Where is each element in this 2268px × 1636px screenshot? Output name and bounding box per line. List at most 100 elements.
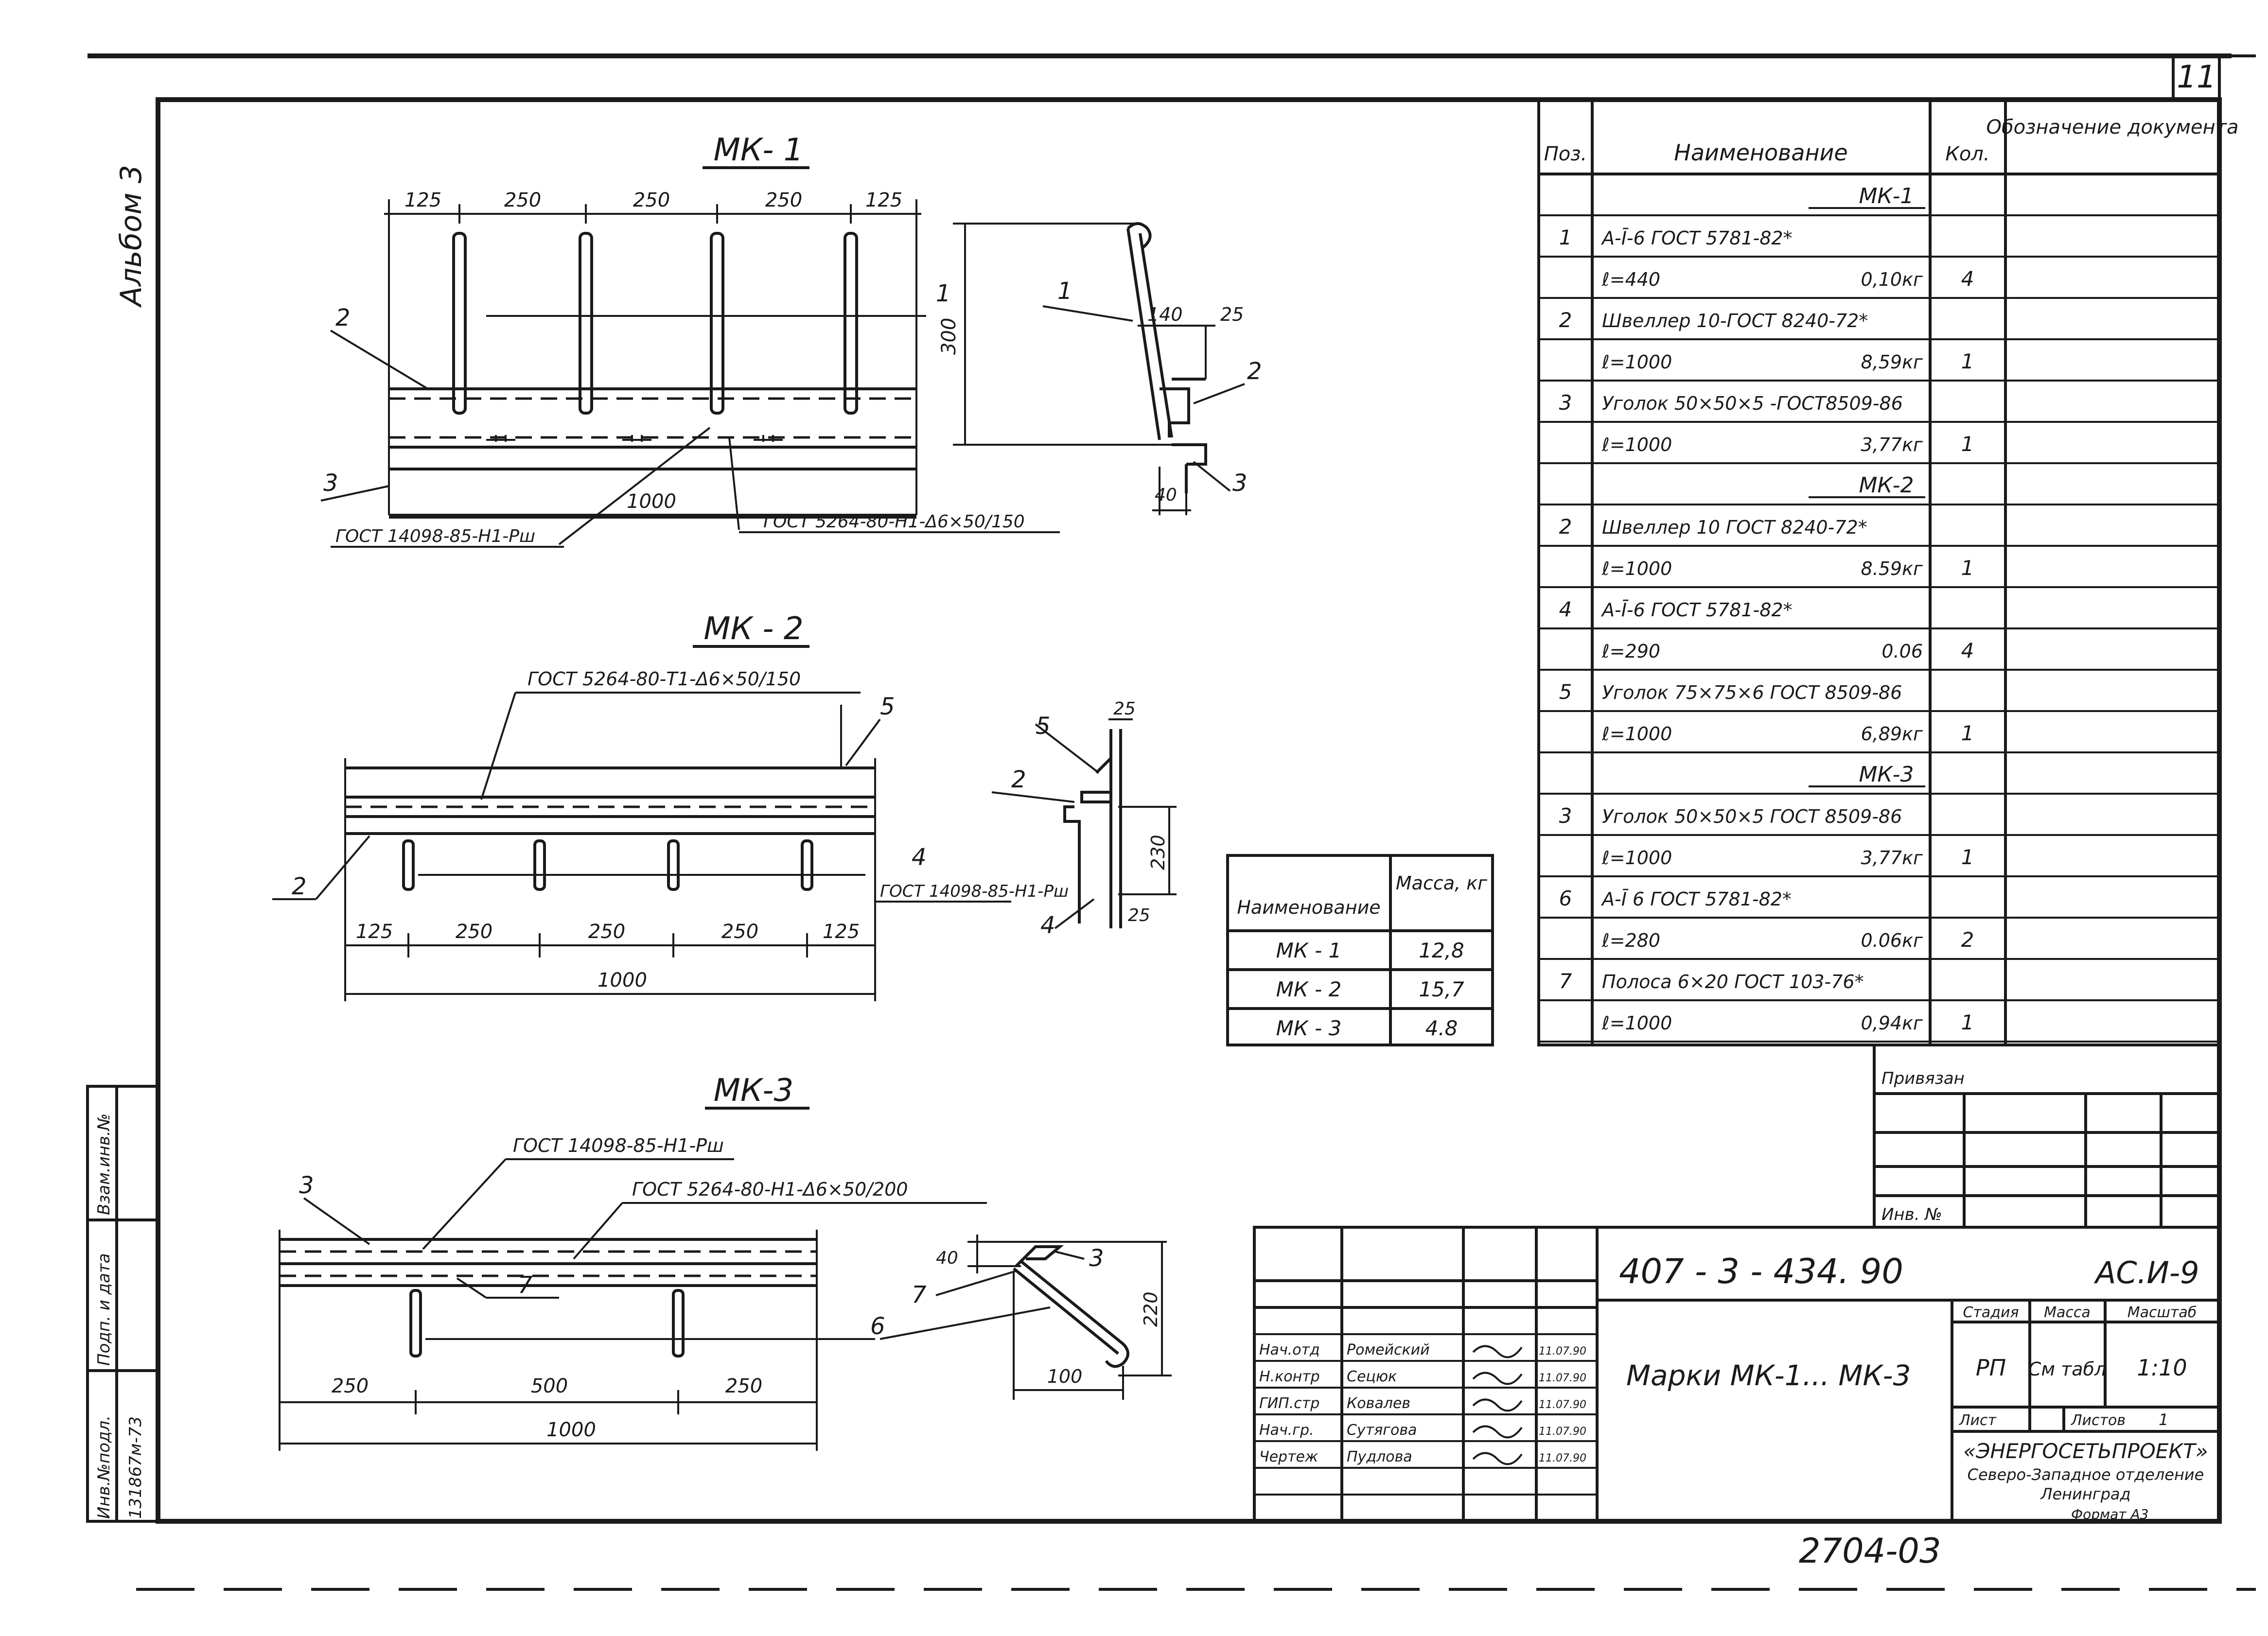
spec-header-name: Наименование [1674,139,1847,166]
mk1-section-dim-3: 40 [1155,485,1177,505]
mk1-note-weld2: ГОСТ 14098-85-Н1-Рш [335,526,535,546]
mk1-note-weld: ГОСТ 5264-80-Н1-Δ6×50/150 [763,512,1025,532]
mass-table: Наименование Масса, кг МК - 1 12,8 МК - … [1226,854,1494,1046]
spec-row-name: А-Ī-6 ГОСТ 5781-82* [1600,227,1793,249]
spec-row-mass: 3,77кг [1861,847,1923,869]
mk3-note-weld: ГОСТ 5264-80-Н1-Δ6×50/200 [632,1179,908,1200]
stamp-scale-header: Масштаб [2127,1304,2197,1321]
spec-row-name: ℓ=1000 [1601,434,1672,455]
mk1-callout-3: 3 [323,470,338,497]
mk2-dim-4: 250 [721,921,758,943]
sheet-number: 11 [2177,59,2216,95]
mk2-callout-4: 4 [912,844,927,871]
mk3-dim-2: 500 [531,1375,568,1397]
mk2-section-dim-2: 230 [1147,835,1169,870]
mk1-dim-1: 125 [404,189,441,211]
stamp-staff-role: Нач.гр. [1259,1422,1314,1439]
stamp-lists-header: Листов [2071,1412,2126,1429]
mk2-section-callout-4: 4 [1040,912,1055,939]
mk1-callout-1: 1 [936,280,951,307]
spec-row-name: ℓ=290 [1601,641,1660,662]
stamp-staff-date: 11.07.90 [1539,1426,1586,1438]
spec-row-pos: 3 [1559,391,1572,415]
mk1-dim-length: 1000 [627,490,676,513]
spec-row-mass: 0,94кг [1861,1012,1923,1034]
stamp-staff-role: Нач.отд [1259,1341,1320,1358]
mk1-callout-2: 2 [335,304,351,331]
spec-row-mass: 0,10кг [1861,269,1923,290]
mk2-section-dim-1: 25 [1113,699,1136,719]
mass-table-row1-mass: 12,8 [1419,939,1464,962]
spec-row-name: ℓ=440 [1601,269,1660,290]
mk3-section-callout-7: 7 [912,1281,927,1308]
stamp-stage-header: Стадия [1963,1304,2019,1321]
mk2-note-weld2: ГОСТ 14098-85-Н1-Рш [880,882,1069,901]
spec-row-mass: 6,89кг [1861,723,1923,745]
mk2-note-weld: ГОСТ 5264-80-Т1-Δ6×50/150 [527,668,801,690]
stamp-staff-name: Ковалев [1347,1395,1410,1412]
stamp-staff-role: Н.контр [1259,1368,1320,1385]
footer-number: 2704-03 [1799,1531,1941,1571]
mk2-dim-length: 1000 [598,969,647,992]
mk1-section-dim-2: 25 [1220,304,1244,325]
mk3-section-dim-3: 100 [1047,1366,1083,1387]
spec-row-qty: 1 [1961,721,1974,745]
spec-row-name: А-Ī 6 ГОСТ 5781-82* [1600,888,1792,910]
mk2-drawing: МК - 2 ГОСТ 5264-80-Т1-Δ6×50/150 5 2 4 Г… [272,611,1177,1001]
mass-table-row2-mass: 15,7 [1419,977,1464,1001]
stamp-mass-header: Масса [2044,1304,2091,1321]
mk1-dim-5: 125 [865,189,902,211]
spec-row-pos: 2 [1559,308,1572,332]
mk3-section-dim-1: 40 [936,1248,958,1268]
mass-table-row2-name: МК - 2 [1276,977,1342,1001]
spec-row-name: ℓ=1000 [1601,351,1672,373]
stamp-inv: Инв. № [1881,1205,1942,1224]
mass-table-row1-name: МК - 1 [1276,939,1342,962]
stamp-stage: РП [1976,1355,2006,1381]
signature-mark [1472,1452,1523,1465]
mk1-section-callout-1: 1 [1057,278,1072,305]
mk1-drawing: МК- 1 125 250 250 250 125 1000 1 [320,132,1262,548]
signature-mark [1472,1425,1523,1439]
spec-row-qty: 1 [1961,556,1974,580]
mk1-section-callout-2: 2 [1247,358,1262,385]
mk1-section-dim-1: 140 [1147,304,1183,325]
mk1-dim-2: 250 [504,189,541,211]
spec-row-qty: 4 [1961,639,1974,662]
mk3-dim-1: 250 [332,1375,369,1397]
spec-row-name: Полоса 6×20 ГОСТ 103-76* [1602,971,1864,992]
spec-row-qty: 1 [1961,432,1974,456]
mk1-dim-3: 250 [633,189,670,211]
spec-row-name: ℓ=280 [1601,930,1660,951]
spec-row-qty: 4 [1961,267,1974,291]
spec-row-qty: 1 [1961,1010,1974,1034]
stamp-org1: «ЭНЕРГОСЕТЬПРОЕКТ» [1963,1439,2208,1463]
mass-table-row3-name: МК - 3 [1276,1016,1342,1040]
spec-group-label: МК-3 [1859,762,1914,787]
mk1-dim-height: 300 [938,318,960,355]
stamp-staff-date: 11.07.90 [1539,1345,1586,1358]
stamp-staff-date: 11.07.90 [1539,1372,1586,1384]
mk3-section-callout-6: 6 [870,1313,885,1340]
stamp-staff-name: Сецюк [1347,1368,1397,1385]
mk2-section-callout-2: 2 [1011,766,1026,793]
mk3-callout-7: 7 [518,1271,533,1299]
stamp-scale: 1:10 [2137,1355,2187,1381]
mk3-note-weld2: ГОСТ 14098-85-Н1-Рш [513,1135,724,1156]
mass-table-header-mass: Масса, кг [1396,872,1488,894]
mk2-callout-5: 5 [880,693,895,720]
spec-header-doc: Обозначение документа [1987,116,2239,139]
mk3-callout-3: 3 [299,1172,314,1199]
spec-row-pos: 7 [1559,969,1572,993]
spec-row-name: Швеллер 10-ГОСТ 8240-72* [1602,310,1868,331]
stamp-org3: Ленинград [2040,1485,2130,1503]
spec-row-name: Уголок 50×50×5 -ГОСТ8509-86 [1602,393,1903,414]
stamp-staff-date: 11.07.90 [1539,1399,1586,1411]
stamp-staff-name: Пудлова [1347,1448,1412,1465]
mk2-callout-2: 2 [292,873,307,900]
stamp-mass: См табл [2028,1358,2106,1380]
stamp-title: Марки МК-1... МК-3 [1626,1359,1911,1392]
mk3-drawing: МК-3 ГОСТ 14098-85-Н1-Рш ГОСТ 5264-80-Н1… [279,1073,1172,1451]
spec-row-name: ℓ=1000 [1601,723,1672,745]
